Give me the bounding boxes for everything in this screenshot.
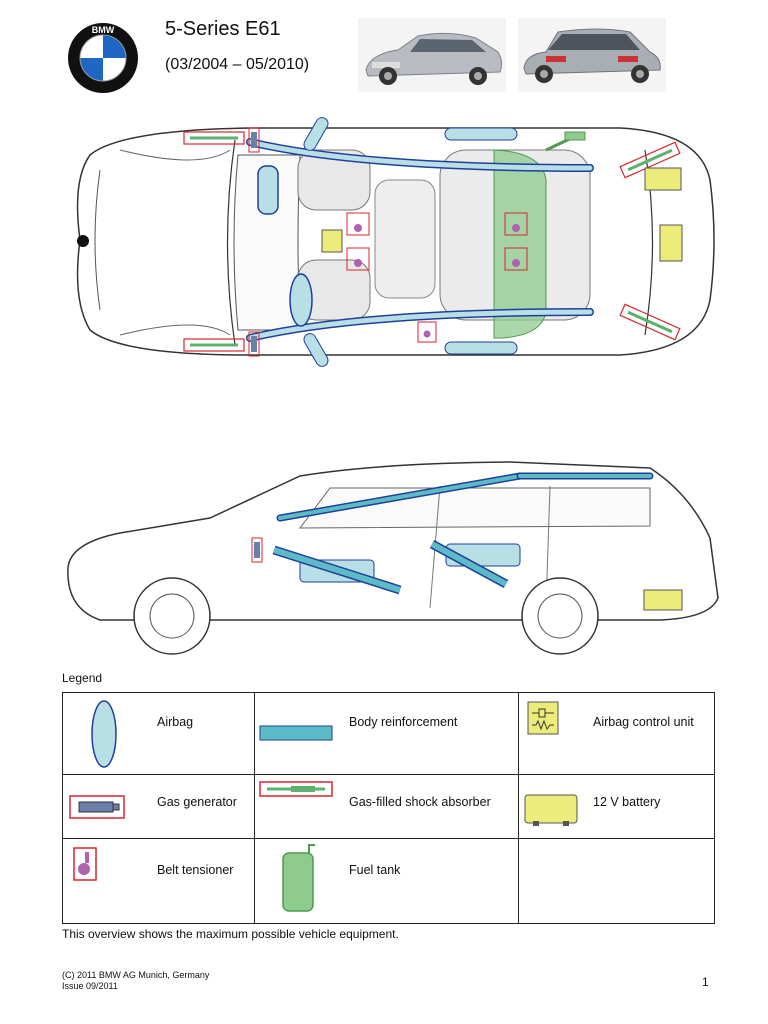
legend-cell-body-reinforcement: Body reinforcement	[254, 692, 519, 775]
copyright-text: (C) 2011 BMW AG Munich, Germany	[62, 970, 210, 980]
car-photo-front	[358, 18, 506, 92]
airbag-icon	[91, 700, 117, 768]
legend-table: Airbag Body reinforcement Airbag control…	[62, 692, 715, 924]
legend-label-gas-generator: Gas generator	[157, 795, 237, 809]
battery-icon	[524, 794, 578, 826]
legend-cell-belt-tensioner: Belt tensioner	[62, 838, 255, 924]
legend-label-airbag-control-unit: Airbag control unit	[593, 715, 694, 729]
page-number: 1	[702, 975, 709, 989]
legend-cell-airbag: Airbag	[62, 692, 255, 775]
legend-label-body-reinforcement: Body reinforcement	[349, 715, 458, 729]
legend-cell-fuel-tank: Fuel tank	[254, 838, 519, 924]
footer-copyright: (C) 2011 BMW AG Munich, Germany Issue 09…	[62, 970, 209, 992]
legend-cell-gas-shock-absorber: Gas-filled shock absorber	[254, 774, 519, 839]
legend-cell-gas-generator: Gas generator	[62, 774, 255, 839]
legend-label-fuel-tank: Fuel tank	[349, 863, 401, 877]
top-view-diagram	[76, 117, 715, 367]
legend-label-gas-shock-absorber: Gas-filled shock absorber	[349, 795, 491, 809]
legend-heading: Legend	[62, 671, 103, 685]
gas-shock-absorber-icon	[259, 781, 333, 797]
airbag-control-unit-icon	[527, 701, 559, 735]
body-reinforcement-icon	[259, 725, 333, 741]
belt-tensioner-icon	[73, 847, 97, 881]
page-title: 5-Series E61	[165, 18, 281, 40]
legend-cell-battery: 12 V battery	[518, 774, 715, 839]
legend-label-belt-tensioner: Belt tensioner	[157, 863, 234, 877]
side-view-diagram	[67, 461, 719, 655]
svg-text:BMW: BMW	[92, 25, 115, 35]
fuel-tank-icon	[282, 844, 315, 912]
legend-cell-airbag-control-unit: Airbag control unit	[518, 692, 715, 775]
bmw-logo: BMW	[68, 23, 138, 93]
production-period: (03/2004 – 05/2010)	[165, 56, 310, 73]
car-photo-rear	[518, 18, 666, 92]
legend-label-battery: 12 V battery	[593, 795, 661, 809]
gas-generator-icon	[69, 795, 125, 819]
legend-cell-empty	[518, 838, 715, 924]
issue-text: Issue 09/2011	[62, 981, 118, 991]
legend-label-airbag: Airbag	[157, 715, 194, 729]
equipment-note: This overview shows the maximum possible…	[62, 927, 399, 941]
